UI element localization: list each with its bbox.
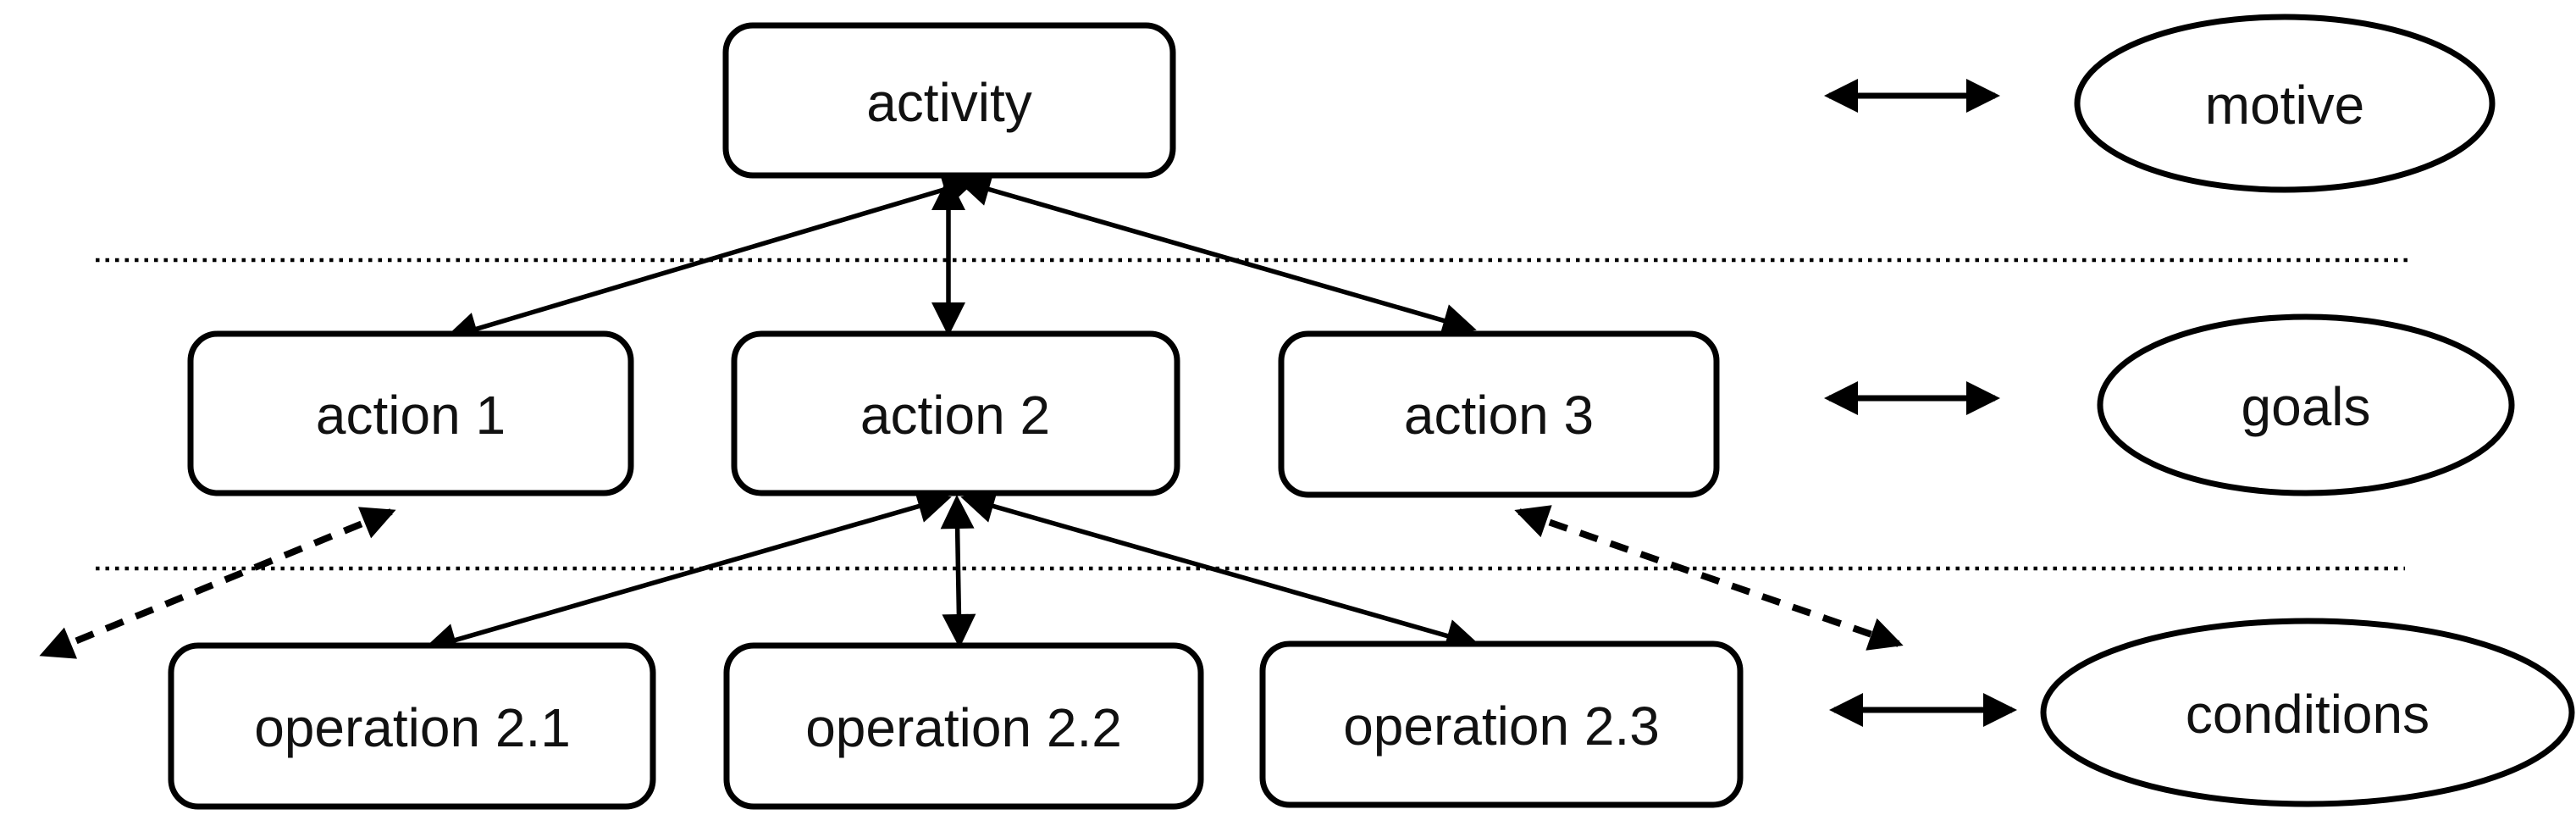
node-operation22-box [723, 642, 1204, 810]
level-conditions-ellipse [2040, 618, 2575, 807]
edge-action2-operation21 [423, 490, 952, 657]
node-action2-box [731, 330, 1180, 496]
edge-activity-action1 [444, 173, 977, 346]
node-activity-box [722, 22, 1176, 179]
node-operation23-label: operation 2.3 [1343, 696, 1660, 757]
node-action2-label: action 2 [860, 385, 1050, 446]
node-action1-label: action 1 [316, 385, 506, 446]
edge-activity-action3 [956, 173, 1477, 337]
node-operation21-box [168, 642, 656, 810]
node-operation21-label: operation 2.1 [254, 697, 571, 758]
node-action3-box [1278, 330, 1720, 498]
level-conditions-label: conditions [2186, 684, 2430, 745]
level-motive-label: motive [2205, 75, 2365, 136]
node-activity-label: activity [866, 72, 1032, 133]
level-motive-ellipse [2074, 14, 2496, 193]
edge-action2-operation22 [940, 495, 976, 648]
node-operation23-box [1259, 640, 1744, 808]
node-operation22-label: operation 2.2 [805, 697, 1122, 758]
edge-dashed-action1-down-left [39, 507, 396, 659]
level-goals-label: goals [2242, 376, 2371, 437]
edge-action2-operation23 [960, 490, 1480, 652]
node-action1-box [187, 330, 634, 496]
node-action3-label: action 3 [1404, 385, 1594, 446]
level-goals-ellipse [2097, 313, 2515, 496]
edge-dashed-action3-down-right [1514, 505, 1904, 651]
